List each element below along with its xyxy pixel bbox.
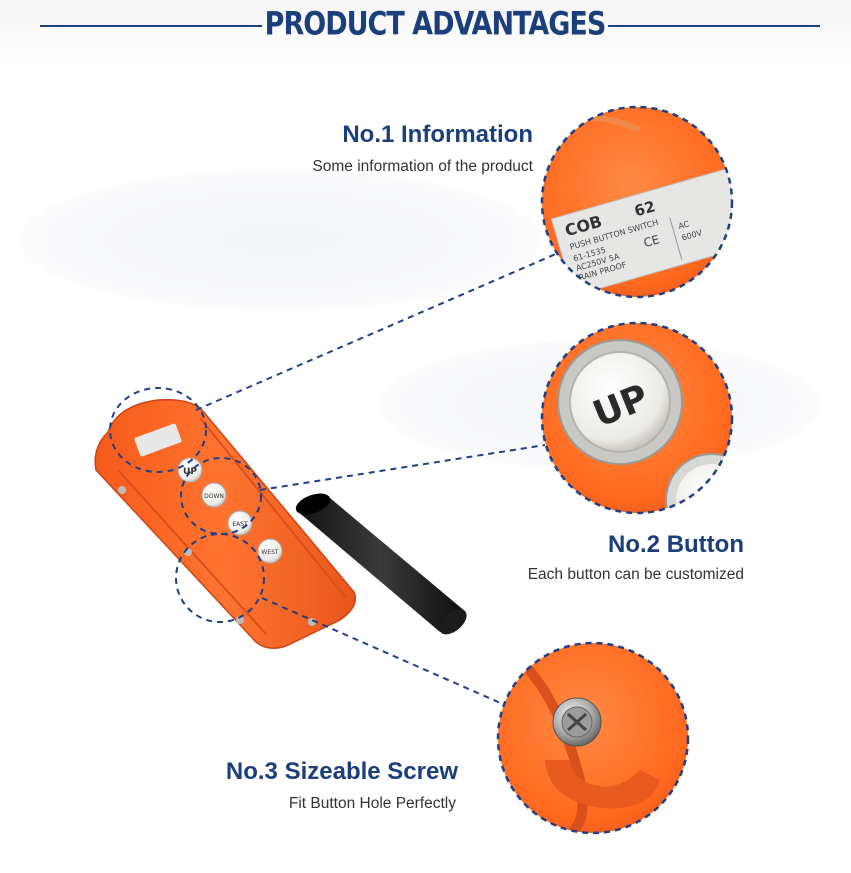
pendant-button-label: EAST [232, 521, 248, 528]
header-rule-right [608, 25, 820, 27]
zoom-circle-screw [496, 641, 690, 835]
label-ac: AC [677, 219, 690, 231]
pendant-housing [94, 398, 357, 649]
header-rule-left [40, 25, 262, 27]
callout-circle-info [109, 387, 207, 473]
connector-line-screw [261, 597, 506, 706]
callout-circle-button [180, 457, 262, 535]
header-band [0, 0, 851, 64]
pendant-button-label: UP [183, 467, 197, 477]
callout-circle-screw [175, 533, 265, 623]
zoom-information: COB 62 PUSH BUTTON SWITCH 61-1535 AC250V… [542, 107, 732, 297]
black-sleeve [295, 493, 467, 635]
pendant-button-label: WEST [261, 549, 279, 556]
connector-line-button [259, 444, 546, 491]
page-title: PRODUCT ADVANTAGES [264, 6, 607, 43]
zoom-circle-button [540, 321, 734, 515]
feature-desc-button: Each button can be customized [527, 566, 744, 583]
pendant-button-label: DOWN [204, 493, 224, 500]
connector-line-info [195, 249, 566, 411]
feature-desc-screw: Fit Button Hole Perfectly [288, 795, 456, 812]
feature-title-button: No.2 Button [608, 531, 744, 558]
zoom-screw [498, 643, 688, 833]
label-model: 62 [632, 197, 657, 220]
feature-title-information: No.1 Information [342, 121, 533, 148]
feature-desc-information: Some information of the product [312, 158, 533, 175]
zoom-circle-information [540, 105, 734, 299]
feature-title-screw: No.3 Sizeable Screw [225, 758, 458, 785]
label-ce-mark: CE [642, 232, 661, 250]
background-glow [20, 170, 540, 310]
